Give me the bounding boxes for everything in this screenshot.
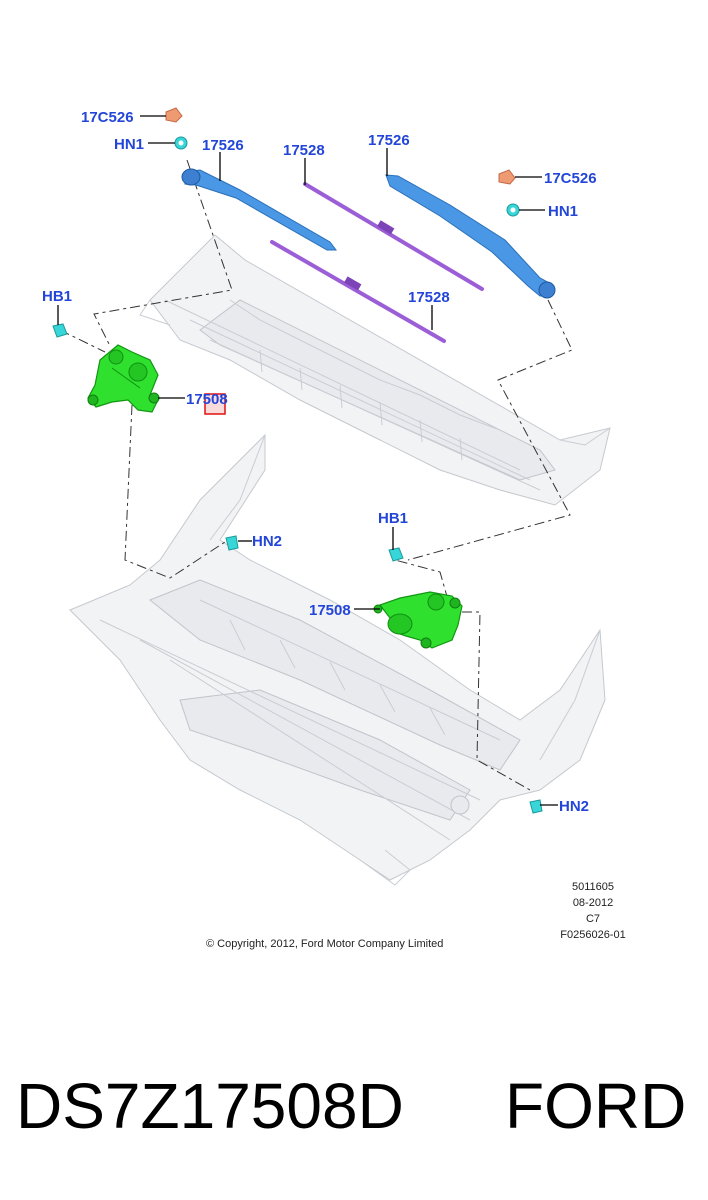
part-number: DS7Z17508D: [16, 1070, 404, 1142]
meta-figure: F0256026-01: [560, 929, 625, 941]
label-17526-left: 17526: [202, 137, 244, 154]
wiper-arm-right: [385, 174, 556, 299]
label-17c526-right: 17C526: [544, 170, 597, 187]
meta-date: 08-2012: [573, 897, 613, 909]
meta-code: 5011605: [572, 881, 614, 893]
leader-lines: [57, 115, 558, 806]
label-17528-bottom: 17528: [408, 289, 450, 306]
label-hn2-left: HN2: [252, 533, 282, 550]
highlight-box: [204, 393, 226, 415]
figure-meta: 5011605 08-2012 C7 F0256026-01: [560, 881, 625, 941]
label-hn1-left: HN1: [114, 136, 144, 153]
bolt-hb1-right: [388, 547, 404, 562]
bolt-hb1-left: [52, 323, 68, 338]
label-17526-right: 17526: [368, 132, 410, 149]
dash-panel: [69, 433, 606, 886]
label-17c526-left: 17C526: [81, 109, 134, 126]
label-hn2-right: HN2: [559, 798, 589, 815]
meta-rev: C7: [586, 913, 600, 925]
label-17528-top: 17528: [283, 142, 325, 159]
brand-name: FORD: [505, 1070, 686, 1142]
cowl-panel: [139, 234, 611, 506]
label-17508-top: 17508: [186, 391, 228, 408]
wiper-arm-left: [181, 168, 337, 251]
nut-hn2-right: [529, 799, 543, 814]
callout-labels: 17C526 HN1 17526 17528 17526 17C526 HN1 …: [42, 109, 597, 815]
nut-hn1-right: [506, 203, 520, 217]
label-hb1-left: HB1: [42, 288, 72, 305]
nut-hn2-left: [225, 535, 239, 551]
wiper-motor-right: [373, 591, 463, 649]
label-17508-bottom: 17508: [309, 602, 351, 619]
clip-17c526-right: [498, 169, 516, 185]
wiper-blade-left: [270, 240, 446, 343]
copyright-text: © Copyright, 2012, Ford Motor Company Li…: [206, 938, 443, 950]
wiper-blade-right: [303, 182, 484, 291]
nut-hn1-left: [174, 136, 188, 150]
label-hn1-right: HN1: [548, 203, 578, 220]
alignment-lines: [59, 159, 573, 791]
wiper-motor-left: [87, 344, 160, 413]
label-hb1-right: HB1: [378, 510, 408, 527]
clip-17c526-left: [165, 107, 183, 123]
